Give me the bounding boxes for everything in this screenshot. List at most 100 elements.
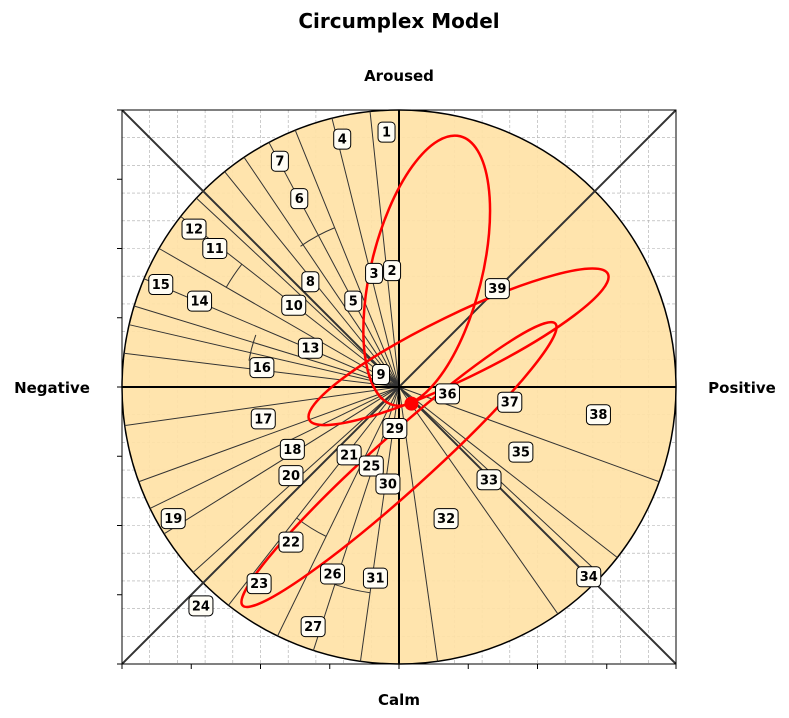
number-label: 4 — [333, 128, 352, 150]
number-label-text: 15 — [152, 278, 170, 293]
number-label-text: 30 — [379, 477, 397, 492]
sector-divider — [398, 386, 559, 615]
axis-label-top: Aroused — [364, 67, 434, 85]
number-label-box — [297, 337, 323, 359]
number-label-text: 37 — [501, 396, 519, 411]
number-label: 6 — [290, 188, 309, 210]
number-label: 16 — [249, 357, 275, 379]
number-label: 31 — [362, 567, 388, 589]
sector-arc — [296, 517, 327, 537]
sector-arc — [334, 584, 371, 594]
number-label: 30 — [375, 473, 401, 495]
number-label: 11 — [202, 238, 228, 259]
number-label-box — [278, 465, 304, 487]
number-label: 3 — [365, 262, 384, 284]
sector-divider — [128, 324, 400, 388]
number-label-box — [484, 278, 510, 300]
number-label: 37 — [497, 391, 523, 413]
number-label-text: 10 — [285, 299, 303, 314]
number-label-text: 36 — [438, 387, 456, 402]
number-label-box — [290, 188, 309, 210]
number-label: 9 — [371, 364, 390, 386]
number-label-text: 2 — [388, 264, 397, 279]
number-label: 25 — [358, 455, 384, 477]
sector-divider — [163, 386, 400, 535]
number-label: 22 — [278, 531, 304, 553]
number-label-box — [181, 218, 207, 240]
number-label: 17 — [250, 408, 276, 430]
sector-divider — [268, 142, 400, 388]
axis-label-right: Positive — [708, 379, 776, 397]
sector-arc — [248, 334, 257, 361]
number-label-text: 5 — [349, 295, 358, 310]
sector-divider — [133, 305, 400, 388]
number-label-box — [188, 595, 214, 617]
axis-label-bottom: Calm — [378, 691, 420, 709]
number-label: 36 — [434, 383, 460, 405]
ellipse-mark — [362, 134, 492, 407]
number-label-box — [160, 508, 186, 530]
number-label-text: 1 — [382, 126, 391, 141]
chart-title: Circumplex Model — [298, 9, 499, 33]
number-label-text: 23 — [250, 577, 268, 592]
number-label-text: 13 — [301, 342, 319, 357]
number-label-text: 25 — [362, 459, 380, 474]
number-label: 27 — [300, 616, 326, 638]
sector-arc — [300, 227, 335, 247]
number-label-text: 32 — [437, 512, 455, 527]
number-label-box — [336, 444, 362, 466]
number-label: 10 — [281, 294, 307, 316]
number-label-text: 12 — [185, 223, 203, 238]
number-label: 13 — [297, 337, 323, 359]
sector-divider — [243, 157, 400, 388]
number-label: 24 — [188, 595, 214, 617]
number-label: 29 — [382, 418, 408, 440]
number-label-box — [365, 262, 384, 284]
sector-divider — [124, 386, 400, 427]
number-label-box — [270, 150, 289, 172]
number-label-text: 3 — [370, 267, 379, 282]
sector-divider — [398, 386, 618, 558]
number-label: 21 — [336, 444, 362, 466]
number-label-box — [246, 573, 272, 595]
highlight-point — [404, 396, 419, 411]
number-label: 26 — [320, 563, 346, 585]
number-label-box — [281, 294, 307, 316]
number-label-box — [202, 238, 228, 259]
number-label-box — [362, 567, 388, 589]
sector-divider — [149, 386, 400, 509]
number-label-box — [433, 508, 459, 530]
sector-divider — [331, 118, 400, 388]
number-label-box — [249, 357, 275, 379]
number-label-text: 20 — [282, 469, 300, 484]
number-label-box — [148, 274, 174, 296]
number-label-text: 27 — [304, 620, 322, 635]
number-label-box — [358, 455, 384, 477]
number-label-text: 38 — [589, 408, 607, 423]
axis-ticks — [117, 109, 677, 669]
number-label-box — [301, 271, 320, 293]
number-label-box — [375, 473, 401, 495]
number-label-text: 16 — [253, 361, 271, 376]
sector-divider — [158, 248, 400, 388]
number-label: 12 — [181, 218, 207, 240]
number-label: 15 — [148, 274, 174, 296]
number-label-box — [434, 383, 460, 405]
number-label-text: 9 — [376, 368, 385, 383]
number-label-text: 4 — [338, 133, 347, 148]
number-label-box — [187, 290, 213, 312]
number-label-text: 39 — [488, 282, 506, 297]
number-label-box — [320, 563, 346, 585]
sector-divider — [228, 386, 400, 606]
sector-divider — [369, 111, 400, 388]
number-label-text: 22 — [282, 536, 300, 551]
number-label-text: 34 — [580, 570, 598, 585]
number-label-text: 26 — [323, 567, 341, 582]
number-label-text: 11 — [206, 242, 224, 257]
number-label: 8 — [301, 271, 320, 293]
ellipse-group — [240, 134, 610, 609]
number-label-text: 33 — [480, 473, 498, 488]
sector-arc — [225, 263, 243, 288]
number-label-box — [383, 260, 402, 282]
number-label-text: 17 — [254, 412, 272, 427]
